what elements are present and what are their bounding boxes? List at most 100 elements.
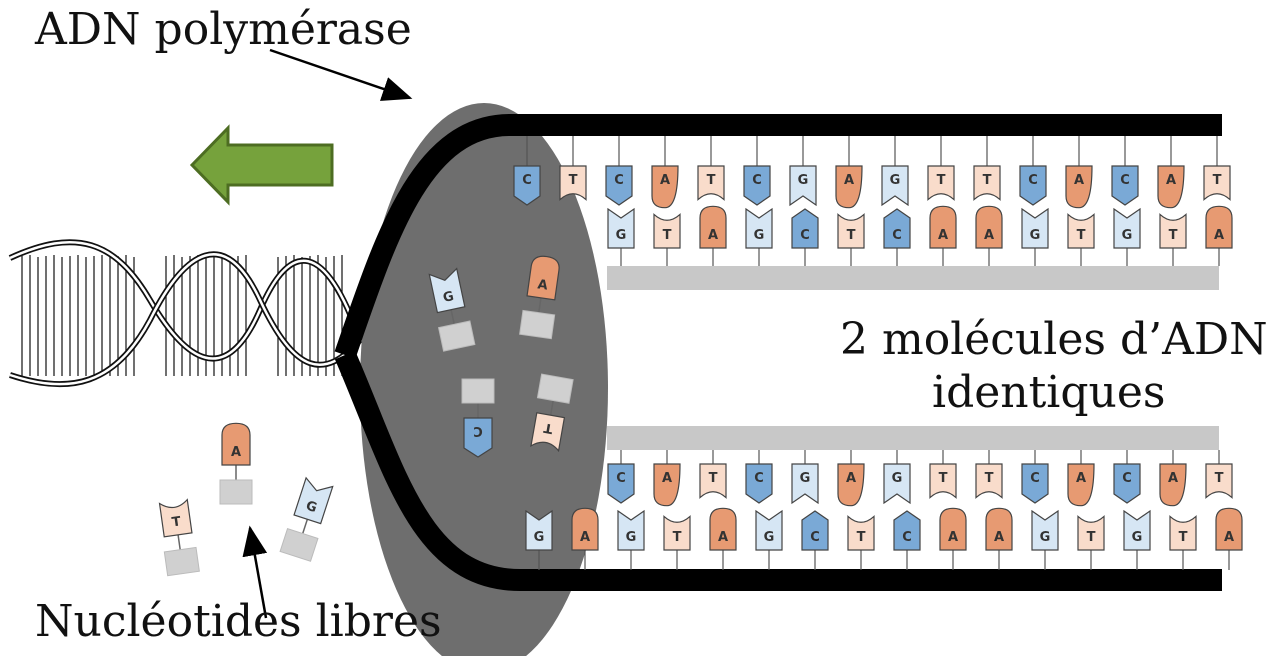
nucleotide-C: C: [1111, 165, 1139, 206]
base-letter: G: [892, 471, 903, 486]
nucleotide-G: G: [883, 463, 911, 505]
base-letter: A: [1224, 530, 1234, 545]
nucleotide-T: T: [1159, 213, 1187, 249]
base-letter: G: [616, 228, 627, 243]
base-letter: T: [857, 530, 866, 545]
nucleotide-T: T: [699, 463, 727, 499]
base-letter: T: [1179, 530, 1188, 545]
nucleotide-G: G: [525, 509, 553, 551]
base-letter: T: [985, 471, 994, 486]
nucleotide-T: T: [1203, 165, 1231, 201]
polymerase-pointer: [269, 48, 413, 101]
nucleotide-G: G: [617, 509, 645, 551]
nucleotide-T: T: [663, 515, 691, 551]
nucleotide-T: T: [697, 165, 725, 201]
base-letter: G: [800, 471, 811, 486]
base-letter: T: [937, 173, 946, 188]
nucleotide-G: G: [791, 463, 819, 505]
base-letter: G: [1122, 228, 1133, 243]
nucleotide-C: C: [1113, 463, 1141, 504]
base-letter: T: [1215, 471, 1224, 486]
nucleotide-C: C: [1019, 165, 1047, 206]
direction-arrow: [189, 124, 334, 206]
base-letter: C: [1030, 471, 1040, 486]
nucleotide-A: A: [699, 205, 727, 249]
nucleotide-A: A: [651, 165, 679, 209]
nucleotide-T: T: [1169, 515, 1197, 551]
svg-text:T: T: [543, 419, 554, 435]
nucleotide-G: G: [789, 165, 817, 207]
nucleotide-T: T: [1067, 213, 1095, 249]
svg-text:G: G: [304, 499, 319, 517]
base-letter: A: [662, 471, 672, 486]
nucleotide-A: A: [709, 507, 737, 551]
nucleotide-A: A: [975, 205, 1003, 249]
base-letter: C: [810, 530, 820, 545]
base-letter: C: [1122, 471, 1132, 486]
base-letter: A: [994, 530, 1004, 545]
free-nucleotide-T: T: [158, 498, 200, 577]
base-letter: T: [939, 471, 948, 486]
nucleotide-C: C: [801, 510, 829, 551]
base-letter: T: [569, 173, 578, 188]
base-letter: C: [1028, 173, 1038, 188]
base-letter: A: [846, 471, 856, 486]
free-nucleotides-label: Nucléotides libres: [35, 596, 442, 647]
base-letter: A: [938, 228, 948, 243]
svg-text:A: A: [537, 277, 549, 293]
base-letter: A: [660, 173, 670, 188]
nucleotide-A: A: [571, 507, 599, 551]
nucleotide-C: C: [745, 463, 773, 504]
base-letter: G: [1030, 228, 1041, 243]
base-letter: G: [626, 530, 637, 545]
molecules-label-line1: 2 molécules d’ADN: [840, 314, 1268, 365]
svg-text:T: T: [171, 514, 182, 530]
base-letter: G: [1132, 530, 1143, 545]
base-letter: T: [1169, 228, 1178, 243]
nucleotide-A: A: [929, 205, 957, 249]
svg-text:A: A: [231, 445, 241, 460]
nucleotide-G: G: [1021, 207, 1049, 249]
nucleotide-G: G: [1031, 509, 1059, 551]
nucleotide-A: A: [653, 463, 681, 507]
new-strand-bottom: [607, 426, 1219, 450]
nucleotide-T: T: [837, 213, 865, 249]
nucleotide-G: G: [745, 207, 773, 249]
base-letter: T: [983, 173, 992, 188]
base-letter: T: [707, 173, 716, 188]
base-letter: C: [754, 471, 764, 486]
nucleotide-A: A: [1159, 463, 1187, 507]
nucleotides-pointer: [242, 525, 268, 619]
base-letter: A: [1076, 471, 1086, 486]
base-letter: A: [1168, 471, 1178, 486]
nucleotide-G: G: [881, 165, 909, 207]
double-helix: [8, 239, 363, 388]
base-letter: A: [708, 228, 718, 243]
base-letter: A: [948, 530, 958, 545]
base-letter: A: [1166, 173, 1176, 188]
base-letter: A: [1214, 228, 1224, 243]
backbone-bottom: [334, 350, 1222, 591]
nucleotide-T: T: [927, 165, 955, 201]
backbone-top: [334, 114, 1222, 359]
free-nucleotide-T: T: [530, 373, 574, 453]
base-letter: C: [902, 530, 912, 545]
base-letter: T: [1087, 530, 1096, 545]
nucleotide-A: A: [985, 507, 1013, 551]
base-letter: A: [844, 173, 854, 188]
base-letter: G: [534, 530, 545, 545]
nucleotide-A: A: [939, 507, 967, 551]
nucleotide-C: C: [893, 510, 921, 551]
base-letter: A: [580, 530, 590, 545]
nucleotide-G: G: [607, 207, 635, 249]
nucleotide-C: C: [791, 208, 819, 249]
base-letter: T: [847, 228, 856, 243]
base-letter: C: [522, 173, 532, 188]
molecules-label-line2: identiques: [932, 367, 1166, 418]
base-letter: C: [1120, 173, 1130, 188]
nucleotide-C: C: [1021, 463, 1049, 504]
base-letter: A: [1074, 173, 1084, 188]
nucleotide-T: T: [559, 165, 587, 201]
nucleotide-C: C: [513, 165, 541, 206]
